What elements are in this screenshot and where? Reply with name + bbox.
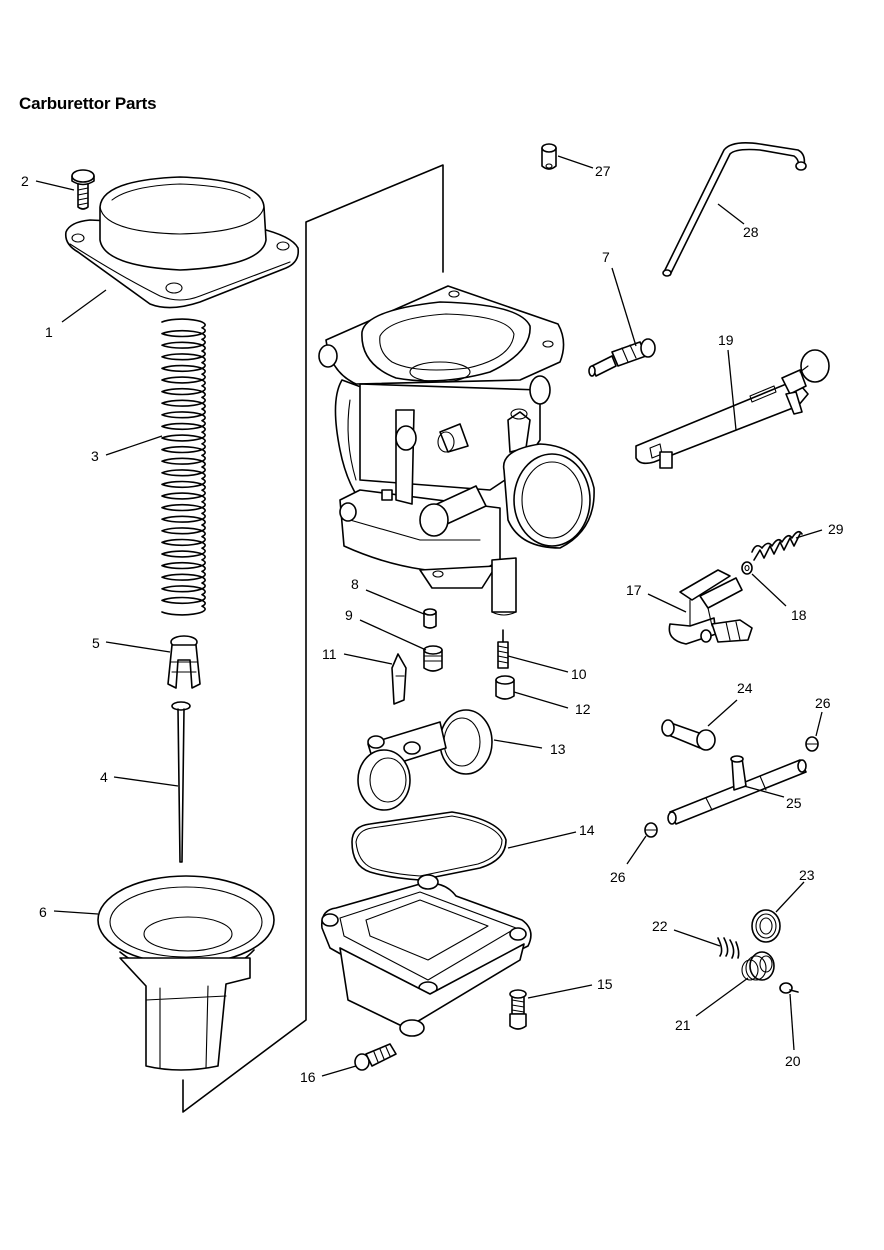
page-title: Carburettor Parts [19, 94, 157, 113]
part-8-jet [423, 608, 437, 629]
part-10-screw [497, 629, 509, 669]
assembly-boundary-line [182, 164, 444, 1113]
callout-20: 20 [785, 1053, 801, 1069]
part-21-coil-spring [741, 951, 775, 981]
part-23-spring [751, 909, 781, 943]
callout-23: 23 [799, 867, 815, 883]
callout-11: 11 [322, 646, 337, 662]
part-22-small-spring [717, 937, 740, 959]
callout-26-lower: 26 [610, 869, 626, 885]
part-28-bent-tube [662, 142, 807, 277]
callout-19: 19 [718, 332, 734, 348]
callout-10: 10 [571, 666, 587, 682]
callout-3: 3 [91, 448, 99, 464]
part-17-choke-linkage [668, 569, 753, 645]
callout-26-upper: 26 [815, 695, 831, 711]
part-2-screw [71, 169, 95, 210]
part-26-cap-lower [644, 822, 658, 838]
callout-2: 2 [21, 173, 29, 189]
float-bowl [320, 874, 532, 1037]
callout-13: 13 [550, 741, 566, 757]
part-18-washer [741, 561, 753, 575]
part-19-lever-bar [635, 349, 830, 469]
callout-22: 22 [652, 918, 668, 934]
callout-6: 6 [39, 904, 47, 920]
callout-9: 9 [345, 607, 353, 623]
part-4-jet-needle [171, 701, 191, 863]
part-14-gasket [351, 811, 507, 881]
callout-7: 7 [602, 249, 610, 265]
callout-14: 14 [579, 822, 595, 838]
part-7-pilot-screw [588, 338, 656, 377]
callout-16: 16 [300, 1069, 316, 1085]
part-12-collar [495, 675, 515, 700]
callout-21: 21 [675, 1017, 691, 1033]
part-20-pin [779, 982, 799, 994]
callout-12: 12 [575, 701, 591, 717]
part-25-t-pipe [667, 755, 807, 825]
callout-18: 18 [791, 607, 807, 623]
part-11-float-needle [391, 653, 407, 705]
callout-5: 5 [92, 635, 100, 651]
callout-28: 28 [743, 224, 759, 240]
callout-25: 25 [786, 795, 802, 811]
callout-4: 4 [100, 769, 108, 785]
part-26-cap-upper [805, 736, 819, 752]
part-24-fitting [661, 719, 716, 751]
callout-24: 24 [737, 680, 753, 696]
leader-lines [35, 155, 823, 1077]
part-1-top-cover [64, 176, 300, 309]
callout-labels: 2 1 3 5 4 6 7 8 9 11 10 12 13 14 15 16 1… [21, 163, 844, 1085]
callout-8: 8 [351, 576, 359, 592]
part-13-float [357, 709, 493, 811]
part-3-spring [161, 318, 206, 616]
part-5-needle-holder [167, 635, 201, 689]
callout-17: 17 [626, 582, 642, 598]
part-27-cap [541, 143, 557, 170]
carburettor-body [318, 285, 595, 616]
part-15-drain-screw [509, 989, 527, 1030]
part-9-main-jet [423, 645, 443, 672]
callout-1: 1 [45, 324, 53, 340]
part-16-screw [354, 1043, 397, 1071]
callout-27: 27 [595, 163, 611, 179]
callout-29: 29 [828, 521, 844, 537]
callout-15: 15 [597, 976, 613, 992]
part-29-small-spring [751, 530, 803, 561]
part-6-diaphragm-piston [97, 875, 275, 1071]
